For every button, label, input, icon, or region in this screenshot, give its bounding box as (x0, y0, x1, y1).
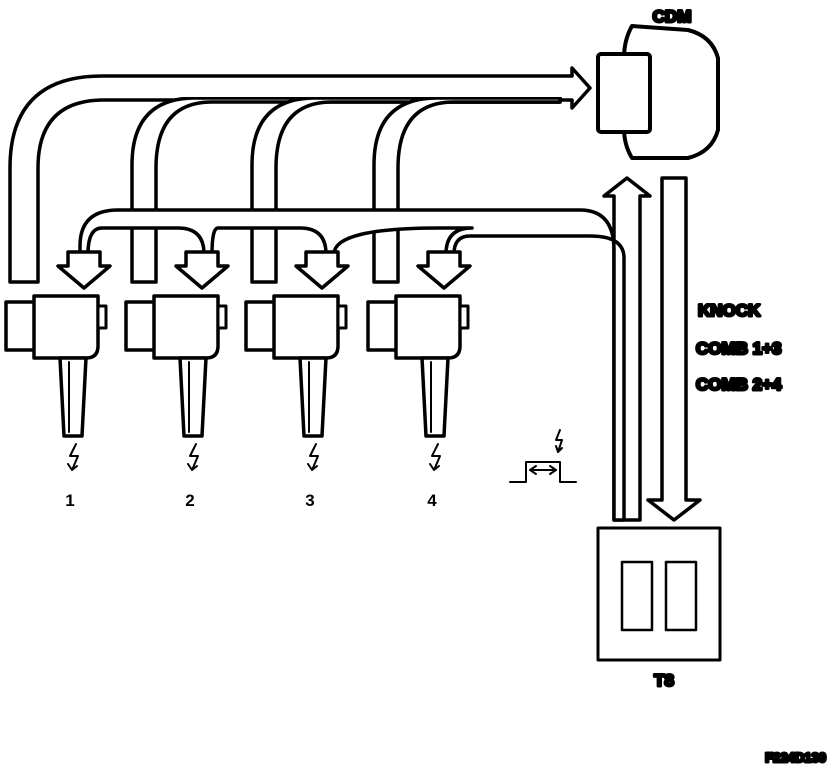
coil-boot (298, 356, 328, 438)
spark-icon (67, 443, 79, 471)
cylinder-number-3: 3 (305, 491, 314, 510)
t8-module (596, 526, 722, 662)
trigger-arrow-coil3 (294, 250, 350, 290)
signal-arrow-coil4-to-cdm (372, 96, 562, 284)
comb13-label: COMB 1+3 (696, 339, 782, 358)
ignition-coil-2: 2 (124, 294, 228, 510)
cylinder-number-1: 1 (65, 491, 74, 510)
coil-stub (336, 304, 348, 330)
figure-id: F224D130 (765, 750, 826, 765)
pulse-width-symbol (509, 429, 577, 483)
coil-connector (4, 300, 38, 352)
spark-icon (307, 443, 319, 471)
comb24-label: COMB 2+4 (696, 375, 782, 394)
coil-connector (124, 300, 158, 352)
spark-icon (429, 443, 441, 471)
coil-boot (178, 356, 208, 438)
coil-stub (458, 304, 470, 330)
coil-body (394, 294, 462, 360)
t8-label: T8 (654, 671, 674, 690)
coil-connector (244, 300, 278, 352)
t8-connector-left (620, 560, 654, 632)
coil-stub (216, 304, 228, 330)
ignition-coil-1: 1 (4, 294, 108, 510)
knock-label: KNOCK (698, 301, 761, 320)
trigger-arrowheads (56, 250, 472, 290)
coil-body (272, 294, 340, 360)
coil-body (152, 294, 220, 360)
pulse-spark-icon (555, 429, 563, 453)
cdm-module (596, 24, 720, 160)
coil-connector (366, 300, 400, 352)
cdm-label: CDM (653, 7, 692, 26)
cylinder-number-4: 4 (427, 491, 437, 510)
ignition-coil-4: 4 (366, 294, 470, 510)
trigger-bus (78, 176, 652, 522)
signal-arrow-cdm-to-t8 (646, 176, 702, 522)
coil-boot (58, 356, 88, 438)
coil-stub (96, 304, 108, 330)
trigger-arrow-coil1 (56, 250, 112, 290)
t8-connector-right (664, 560, 698, 632)
coil-body (32, 294, 100, 360)
cylinder-number-2: 2 (185, 491, 194, 510)
trigger-arrow-coil4 (416, 250, 472, 290)
trigger-arrow-coil2 (174, 250, 230, 290)
coil-boot (420, 356, 450, 438)
spark-icon (187, 443, 199, 471)
ignition-coil-3: 3 (244, 294, 348, 510)
